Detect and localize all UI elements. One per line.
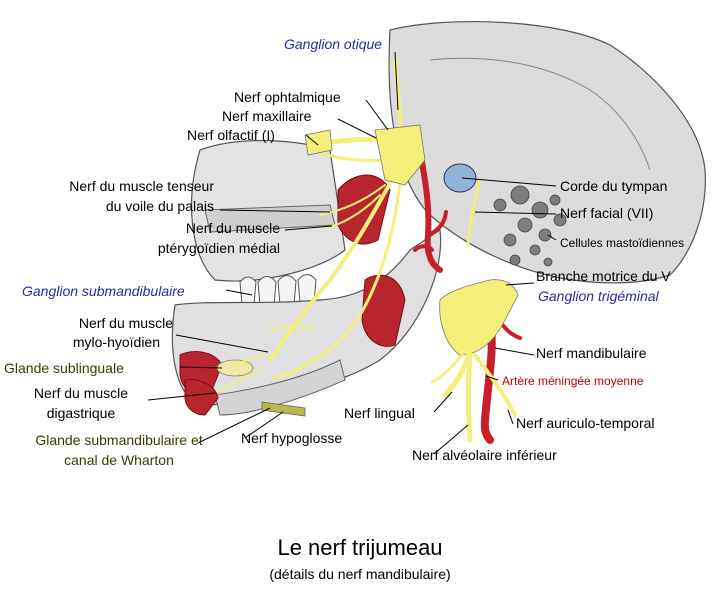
label-nerf-maxillaire: Nerf maxillaire — [222, 108, 312, 124]
label-nerf-mandibulaire: Nerf mandibulaire — [536, 345, 647, 361]
trigeminal-ganglion — [439, 279, 519, 356]
label-digastrique-line2: digastrique — [46, 405, 116, 421]
label-pterygoidien-line1: Nerf du muscle — [185, 220, 280, 236]
label-nerf-alveolaire: Nerf alvéolaire inférieur — [412, 447, 557, 463]
label-ganglion-otique: Ganglion otique — [284, 36, 383, 52]
label-glande-submand-line2: canal de Wharton — [64, 452, 174, 468]
label-nerf-auriculo: Nerf auriculo-temporal — [516, 415, 655, 431]
label-ganglion-trigeminal: Ganglion trigéminal — [538, 288, 659, 304]
leader-lines — [147, 51, 557, 455]
label-corde-tympan: Corde du tympan — [560, 178, 668, 194]
diagram-title: Le nerf trijumeau — [277, 535, 443, 560]
label-mylo-line1: Nerf du muscle — [78, 315, 173, 331]
olfactory-bundle — [304, 129, 333, 156]
arteries — [413, 147, 522, 444]
label-pterygoidien-line2: ptérygoïdien médial — [157, 240, 280, 256]
mastoid-cells — [493, 185, 567, 267]
diagram-subtitle: (détails du nerf mandibulaire) — [269, 566, 451, 582]
label-nerf-ophtalmique: Nerf ophtalmique — [234, 89, 341, 105]
label-ganglion-submandibulaire: Ganglion submandibulaire — [22, 283, 185, 299]
tympanic-cavity — [443, 163, 477, 193]
label-glande-submand-line1: Glande submandibulaire et — [35, 432, 203, 448]
nerves-detail — [430, 347, 517, 443]
otic-ganglion — [374, 124, 426, 186]
label-nerf-facial: Nerf facial (VII) — [560, 205, 654, 221]
label-cellules-mastoidiennes: Cellules mastoïdiennes — [560, 236, 685, 250]
sublingual-gland — [216, 359, 254, 377]
label-mylo-line2: mylo-hyoïdien — [72, 334, 160, 350]
label-nerf-olfactif: Nerf olfactif (I) — [187, 127, 275, 143]
hyoid-region — [214, 359, 346, 416]
petrous-ridge — [429, 57, 651, 171]
label-digastrique-line1: Nerf du muscle — [33, 385, 129, 401]
label-nerf-lingual: Nerf lingual — [344, 405, 415, 421]
label-artere-meningee: Artère méningée moyenne — [502, 374, 644, 388]
submandibular-gland — [261, 401, 306, 417]
label-tenseur-line2: du voile du palais — [105, 198, 214, 214]
label-branche-motrice: Branche motrice du V — [536, 268, 671, 284]
label-glande-sublinguale: Glande sublinguale — [4, 360, 124, 376]
label-tenseur-line1: Nerf du muscle tenseur — [69, 178, 214, 194]
label-nerf-hypoglosse: Nerf hypoglosse — [241, 430, 343, 446]
teeth — [239, 274, 317, 309]
